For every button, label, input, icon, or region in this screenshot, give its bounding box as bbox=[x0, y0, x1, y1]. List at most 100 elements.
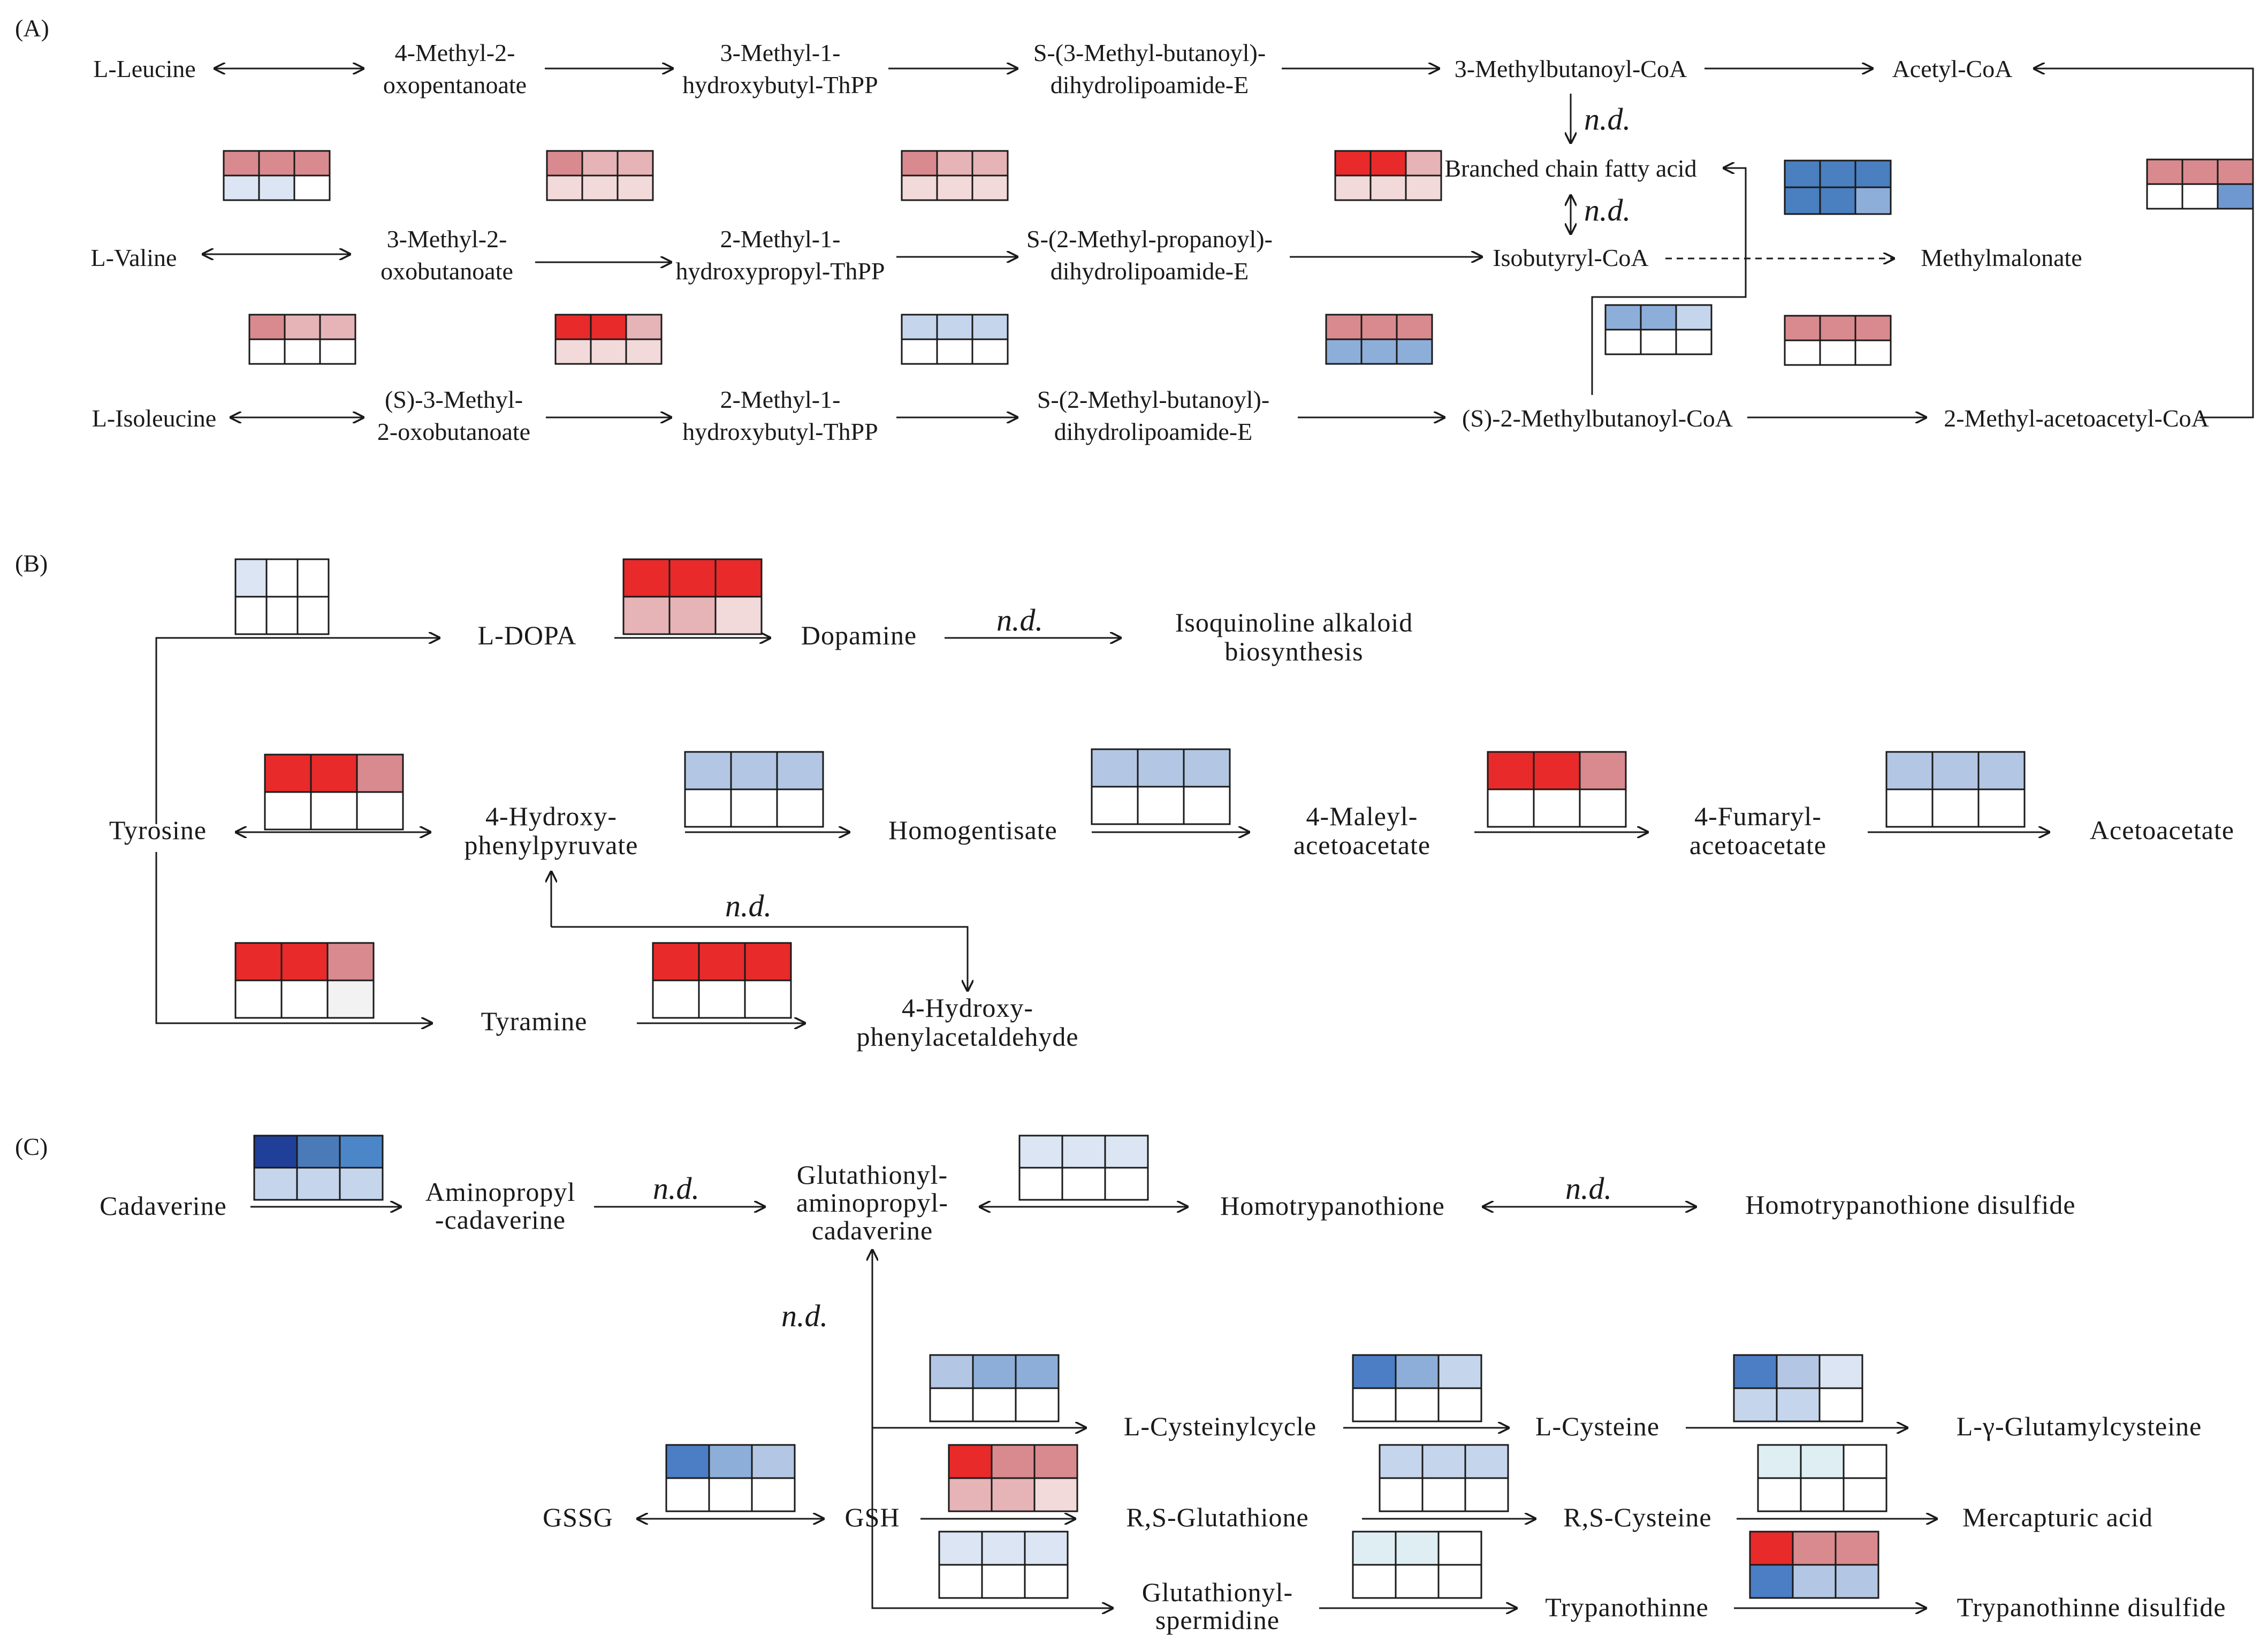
arrow-hpp-hpa-loop bbox=[551, 926, 968, 991]
heatmap-cell bbox=[1854, 339, 1892, 366]
heatmap-hA2 bbox=[546, 150, 654, 201]
heatmap-cell bbox=[981, 1564, 1026, 1599]
heatmap-cell bbox=[1640, 329, 1677, 355]
heatmap-cell bbox=[554, 338, 592, 365]
heatmap-cell bbox=[936, 174, 973, 201]
heatmap-cell bbox=[319, 338, 356, 365]
node-3-methylbutanoyl-coa: 3-Methylbutanoyl-CoA bbox=[1455, 55, 1687, 82]
nd-label-b1: n.d. bbox=[996, 603, 1043, 637]
heatmap-cell bbox=[730, 751, 778, 790]
node-tyrosine: Tyrosine bbox=[109, 815, 207, 845]
node-2-methyl-1-hydroxypropyl-thpp: 2-Methyl-1-hydroxypropyl-ThPP bbox=[676, 225, 885, 285]
heatmap-cell bbox=[981, 1531, 1026, 1566]
heatmap-cell bbox=[339, 1135, 384, 1169]
heatmap-cell bbox=[1137, 786, 1185, 825]
heatmap-hC3 bbox=[929, 1354, 1060, 1422]
node-rs-glutathione: R,S-Glutathione bbox=[1126, 1502, 1308, 1532]
heatmap-cell bbox=[684, 751, 732, 790]
nd-label-a1: n.d. bbox=[1584, 102, 1631, 136]
heatmap-cell bbox=[972, 1387, 1017, 1422]
heatmap-cell bbox=[1183, 786, 1231, 825]
heatmap-cell bbox=[1024, 1531, 1069, 1566]
heatmap-cell bbox=[1395, 1531, 1440, 1566]
node-gsh: GSH bbox=[844, 1502, 900, 1532]
heatmap-cell bbox=[590, 314, 627, 340]
heatmap-cell bbox=[1352, 1564, 1397, 1599]
heatmap-cell bbox=[1137, 748, 1185, 788]
heatmap-cell bbox=[901, 174, 938, 201]
heatmap-cell bbox=[554, 314, 592, 340]
heatmap-cell bbox=[1104, 1167, 1149, 1201]
heatmap-cell bbox=[1604, 304, 1642, 331]
heatmap-cell bbox=[310, 754, 358, 793]
heatmap-cell bbox=[991, 1444, 1036, 1479]
heatmap-hC2 bbox=[1018, 1135, 1149, 1201]
heatmap-cell bbox=[296, 1135, 341, 1169]
heatmap-cell bbox=[1533, 751, 1581, 790]
heatmap-cell bbox=[744, 979, 792, 1019]
heatmap-cell bbox=[1854, 186, 1892, 215]
heatmap-cell bbox=[929, 1387, 974, 1422]
heatmap-cell bbox=[1405, 174, 1442, 201]
node-methylmalonate: Methylmalonate bbox=[1921, 244, 2082, 271]
heatmap-hC12 bbox=[1749, 1531, 1879, 1599]
heatmap-cell bbox=[356, 754, 404, 793]
heatmap-cell bbox=[730, 788, 778, 828]
node-3-methyl-2-oxobutanoate: 3-Methyl-2-oxobutanoate bbox=[380, 225, 513, 285]
node-s-2-methyl-butanoyl-dihydrolipoamide: S-(2-Methyl-butanoyl)-dihydrolipoamide-E bbox=[1037, 386, 1269, 445]
heatmap-cell bbox=[971, 338, 1009, 365]
heatmap-cell bbox=[1579, 788, 1627, 828]
heatmap-cell bbox=[665, 1444, 710, 1479]
heatmap-cell bbox=[581, 150, 619, 177]
heatmap-cell bbox=[1325, 338, 1363, 365]
heatmap-cell bbox=[1733, 1354, 1778, 1389]
panel-c: (C) Cadaverine Aminopropyl-cadaverine Gl… bbox=[15, 1133, 2226, 1635]
heatmap-cell bbox=[581, 174, 619, 201]
node-trypanothinne: Trypanothinne bbox=[1545, 1592, 1709, 1622]
heatmap-cell bbox=[1854, 159, 1892, 188]
heatmap-cell bbox=[668, 596, 717, 635]
heatmap-hC6 bbox=[665, 1444, 796, 1512]
node-homotrypanothione: Homotrypanothione bbox=[1220, 1191, 1445, 1221]
heatmap-cell bbox=[971, 174, 1009, 201]
heatmap-cell bbox=[1104, 1135, 1149, 1169]
heatmap-cell bbox=[714, 558, 763, 598]
heatmap-cell bbox=[1733, 1387, 1778, 1422]
heatmap-cell bbox=[948, 1444, 993, 1479]
heatmap-cell bbox=[1369, 174, 1407, 201]
heatmap-cell bbox=[223, 150, 260, 177]
node-acetoacetate: Acetoacetate bbox=[2090, 815, 2234, 845]
heatmap-cell bbox=[326, 979, 375, 1019]
heatmap-cell bbox=[248, 314, 286, 340]
node-s-2-methylbutanoyl-coa: (S)-2-Methylbutanoyl-CoA bbox=[1462, 405, 1733, 432]
heatmap-cell bbox=[590, 338, 627, 365]
heatmap-cell bbox=[1819, 186, 1856, 215]
heatmap-cell bbox=[1784, 339, 1821, 366]
heatmap-cell bbox=[1379, 1444, 1424, 1479]
heatmap-cell bbox=[1352, 1387, 1397, 1422]
heatmap-cell bbox=[1487, 751, 1535, 790]
heatmap-cell bbox=[1818, 1387, 1863, 1422]
heatmap-cell bbox=[901, 338, 938, 365]
nd-label-c1: n.d. bbox=[653, 1171, 699, 1206]
heatmap-cell bbox=[310, 791, 358, 831]
heatmap-cell bbox=[1749, 1531, 1794, 1566]
heatmap-cell bbox=[264, 791, 312, 831]
heatmap-cell bbox=[622, 558, 671, 598]
heatmap-cell bbox=[1061, 1167, 1106, 1201]
heatmap-cell bbox=[622, 596, 671, 635]
heatmap-cell bbox=[284, 338, 321, 365]
heatmap-cell bbox=[265, 596, 299, 635]
node-s-3-methyl-butanoyl-dihydrolipoamide: S-(3-Methyl-butanoyl)-dihydrolipoamide-E bbox=[1033, 39, 1266, 98]
heatmap-cell bbox=[1061, 1135, 1106, 1169]
heatmap-hC9 bbox=[1757, 1444, 1888, 1512]
heatmap-cell bbox=[936, 314, 973, 340]
heatmap-cell bbox=[253, 1135, 298, 1169]
heatmap-cell bbox=[234, 596, 268, 635]
heatmap-cell bbox=[1800, 1477, 1845, 1512]
heatmap-cell bbox=[234, 558, 268, 598]
heatmap-cell bbox=[1360, 338, 1398, 365]
heatmap-hB4 bbox=[684, 751, 824, 828]
heatmap-cell bbox=[2181, 183, 2219, 210]
